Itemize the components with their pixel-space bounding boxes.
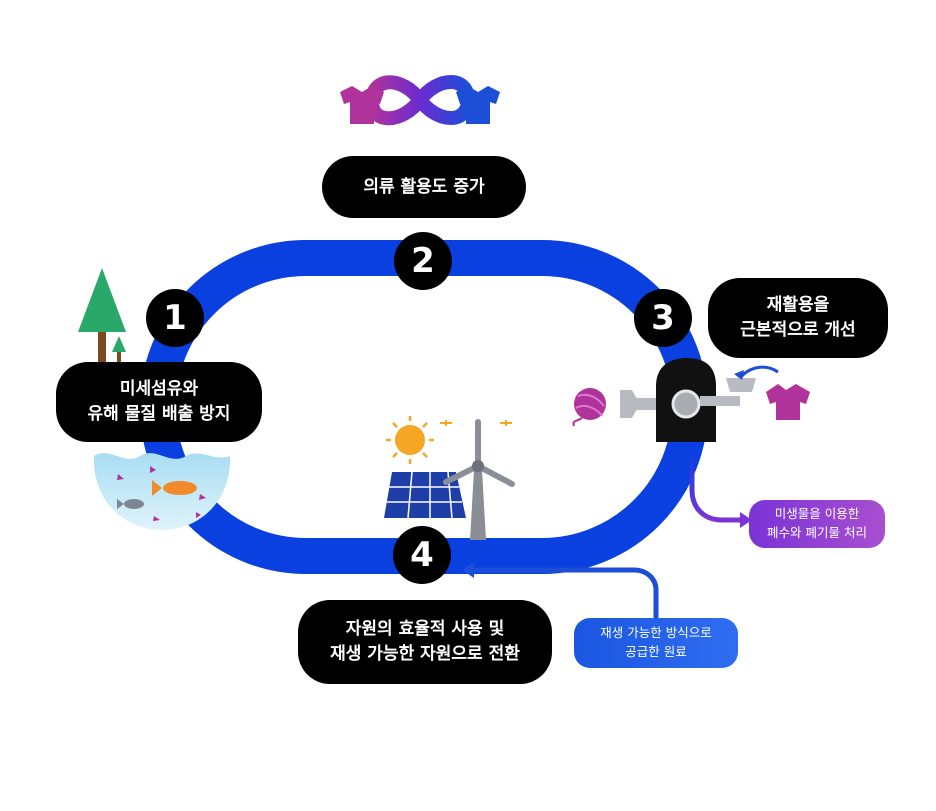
- step-number-3: 3: [634, 289, 692, 347]
- tshirt-icon-recycle: [766, 384, 810, 420]
- sun-icon: [386, 416, 512, 464]
- step-number-1: 1: [146, 289, 204, 347]
- tree-icon: [78, 268, 126, 362]
- fish-icon: [117, 480, 197, 509]
- water-bowl: [93, 453, 231, 530]
- branch-arrow-microbes: [689, 450, 748, 523]
- step-3-label: 재활용을 근본적으로 개선: [708, 278, 888, 358]
- branch-arrow-renewable: [472, 567, 659, 618]
- infinity-icon: [364, 75, 476, 126]
- microbe-treatment-tag: 미생물을 이용한 폐수와 폐기물 처리: [749, 500, 885, 548]
- step-2-label: 의류 활용도 증가: [322, 156, 526, 218]
- tshirt-icon: [340, 86, 500, 124]
- wind-turbine-icon: [443, 419, 515, 540]
- step-4-label: 자원의 효율적 사용 및 재생 가능한 자원으로 전환: [298, 600, 552, 684]
- step-number-4: 4: [393, 526, 451, 584]
- renewable-material-tag: 재생 가능한 방식으로 공급한 원료: [574, 618, 738, 668]
- step-1-label: 미세섬유와 유해 물질 배출 방지: [56, 362, 262, 442]
- recycling-machine-icon: [620, 358, 779, 442]
- step-number-2: 2: [394, 232, 452, 290]
- yarn-ball-icon: [572, 388, 606, 427]
